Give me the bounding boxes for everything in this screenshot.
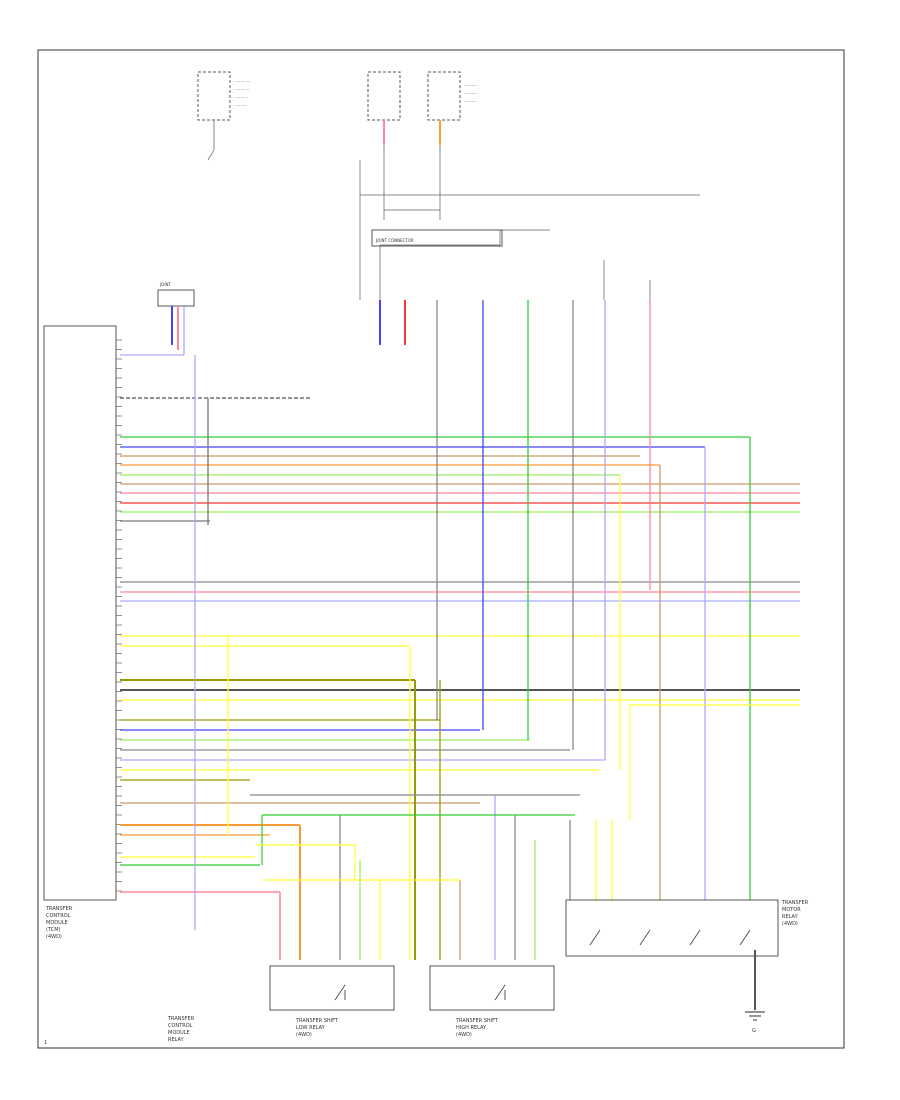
ground-symbol — [745, 1011, 765, 1021]
shift-high-label: TRANSFER SHIFT HIGH RELAY (4WD) — [455, 1018, 499, 1038]
joint-connector — [371, 229, 503, 247]
tcm-relay-label: TRANSFER CONTROL MODULE RELAY — [167, 1016, 195, 1043]
ground-label: G — [752, 1028, 756, 1034]
shift-high-label-line-1: TRANSFER SHIFT — [455, 1018, 499, 1024]
top-wire-colored — [383, 120, 441, 145]
shift-low-label: TRANSFER SHIFT LOW RELAY (4WD) — [295, 1018, 339, 1038]
tcm-relay-label-line-2: CONTROL — [168, 1023, 193, 1029]
shift-high-label-line-2: HIGH RELAY — [456, 1025, 487, 1031]
shift-high-label-line-3: (4WD) — [456, 1032, 472, 1038]
tcm-relay-label-line-4: RELAY — [168, 1037, 185, 1043]
tcm-label-line-1: TRANSFER — [45, 906, 73, 912]
vertical-wires — [120, 300, 756, 1010]
diagram-border — [37, 49, 845, 1049]
fuse-text-right: ................................ — [464, 82, 478, 103]
page-marker: 1 — [44, 1040, 47, 1046]
tcm-pin-labels — [116, 339, 122, 892]
tcm-relay-label-line-1: TRANSFER — [167, 1016, 195, 1022]
svg-text:...........: ........... — [464, 90, 478, 95]
motor-relay-label-line-1: TRANSFER — [781, 900, 809, 906]
svg-text:...........: ........... — [464, 82, 478, 87]
motor-relay-label-line-4: (4WD) — [782, 921, 798, 927]
fuse-box-left — [197, 71, 231, 121]
transfer-shift-low-relay-box — [269, 965, 395, 1011]
top-wires — [207, 120, 700, 300]
tcm-label-line-4: (TCM) — [46, 927, 61, 933]
tcm-label-line-2: CONTROL — [46, 913, 71, 919]
joint-connector-label: JOINT CONNECTOR — [375, 238, 414, 243]
fuse-text-left: ........................................… — [234, 78, 251, 107]
shift-low-label-line-2: LOW RELAY — [296, 1025, 326, 1031]
svg-text:..........: .......... — [464, 98, 477, 103]
shift-low-label-line-1: TRANSFER SHIFT — [295, 1018, 339, 1024]
svg-text:.............: ............. — [234, 78, 251, 83]
joint-label: JOINT — [159, 282, 172, 287]
relay-contacts — [334, 929, 751, 1001]
svg-text:............: ............ — [234, 86, 249, 91]
tcm-label-line-5: (4WD) — [46, 934, 62, 940]
tcm-relay-label-line-3: MODULE — [168, 1030, 190, 1036]
transfer-shift-high-relay-box — [429, 965, 555, 1011]
fuse-box-mid — [367, 71, 401, 121]
horizontal-wires — [120, 397, 800, 893]
data-link-connector — [157, 289, 195, 307]
svg-text:...........: ........... — [234, 94, 248, 99]
tcm-module-box — [43, 325, 117, 901]
motor-relay-label-line-2: MOTOR — [782, 907, 801, 913]
tcm-label: TRANSFER CONTROL MODULE (TCM) (4WD) — [45, 906, 73, 940]
fuse-box-right — [427, 71, 461, 121]
mid-routing — [250, 704, 800, 881]
svg-text:..........: .......... — [234, 102, 247, 107]
tcm-label-line-3: MODULE — [46, 920, 68, 926]
shift-low-label-line-3: (4WD) — [296, 1032, 312, 1038]
motor-relay-label: TRANSFER MOTOR RELAY (4WD) — [781, 900, 809, 927]
transfer-motor-relay-box — [565, 899, 779, 957]
motor-relay-label-line-3: RELAY — [782, 914, 799, 920]
